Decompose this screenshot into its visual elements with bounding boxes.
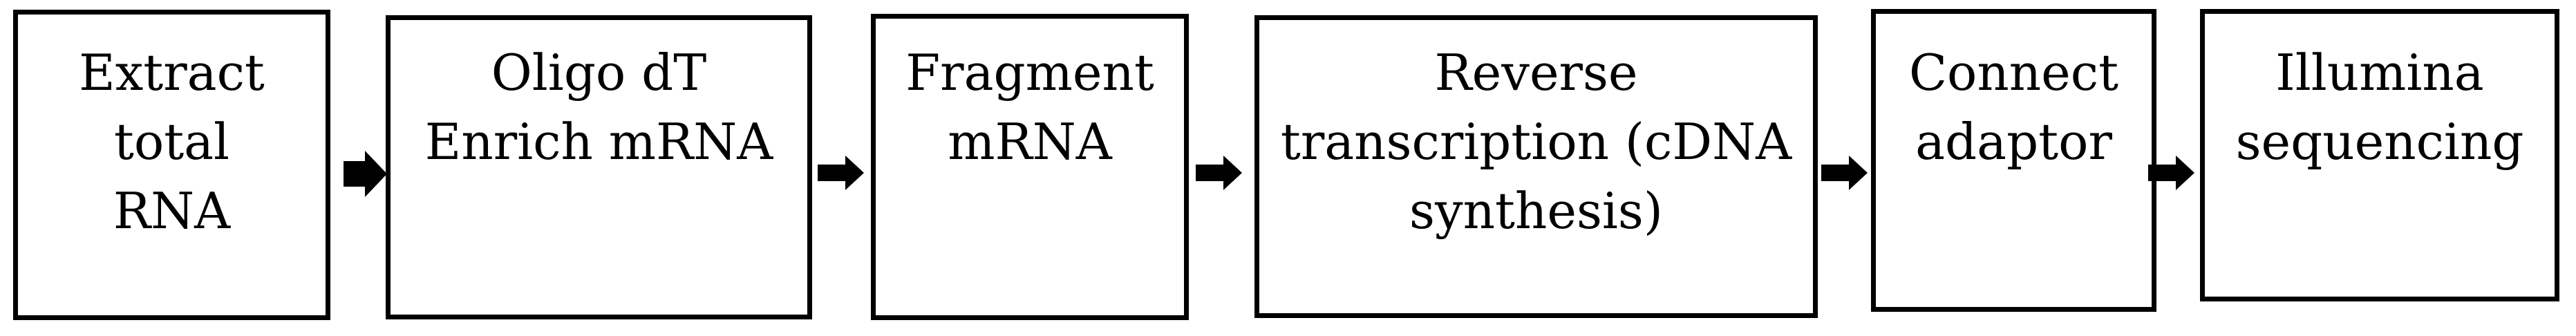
flow-step-connect-adaptor: Connect adaptor: [1871, 9, 2156, 312]
flow-step-fragment-mrna: Fragment mRNA: [871, 14, 1189, 320]
flow-step-label: Fragment mRNA: [905, 44, 1154, 171]
flow-step-label: Connect adaptor: [1908, 44, 2119, 171]
flow-step-label: Oligo dT Enrich mRNA: [424, 44, 773, 171]
flow-step-reverse-transcription: Reverse transcription (cDNA synthesis): [1254, 15, 1818, 318]
arrow-right-icon: [818, 156, 864, 190]
flow-step-label: Reverse transcription (cDNA synthesis): [1280, 44, 1792, 240]
flow-step-extract-total-rna: Extract total RNA: [13, 10, 330, 320]
flow-step-oligo-dt-enrich-mrna: Oligo dT Enrich mRNA: [386, 15, 812, 319]
arrow-right-icon: [344, 151, 387, 197]
arrow-right-icon: [1196, 156, 1242, 190]
flow-step-label: Extract total RNA: [79, 44, 265, 240]
arrow-right-icon: [2148, 156, 2194, 190]
arrow-right-icon: [1821, 156, 1868, 190]
flow-step-illumina-sequencing: Illumina sequencing: [2200, 9, 2559, 301]
flow-step-label: Illumina sequencing: [2235, 44, 2524, 171]
